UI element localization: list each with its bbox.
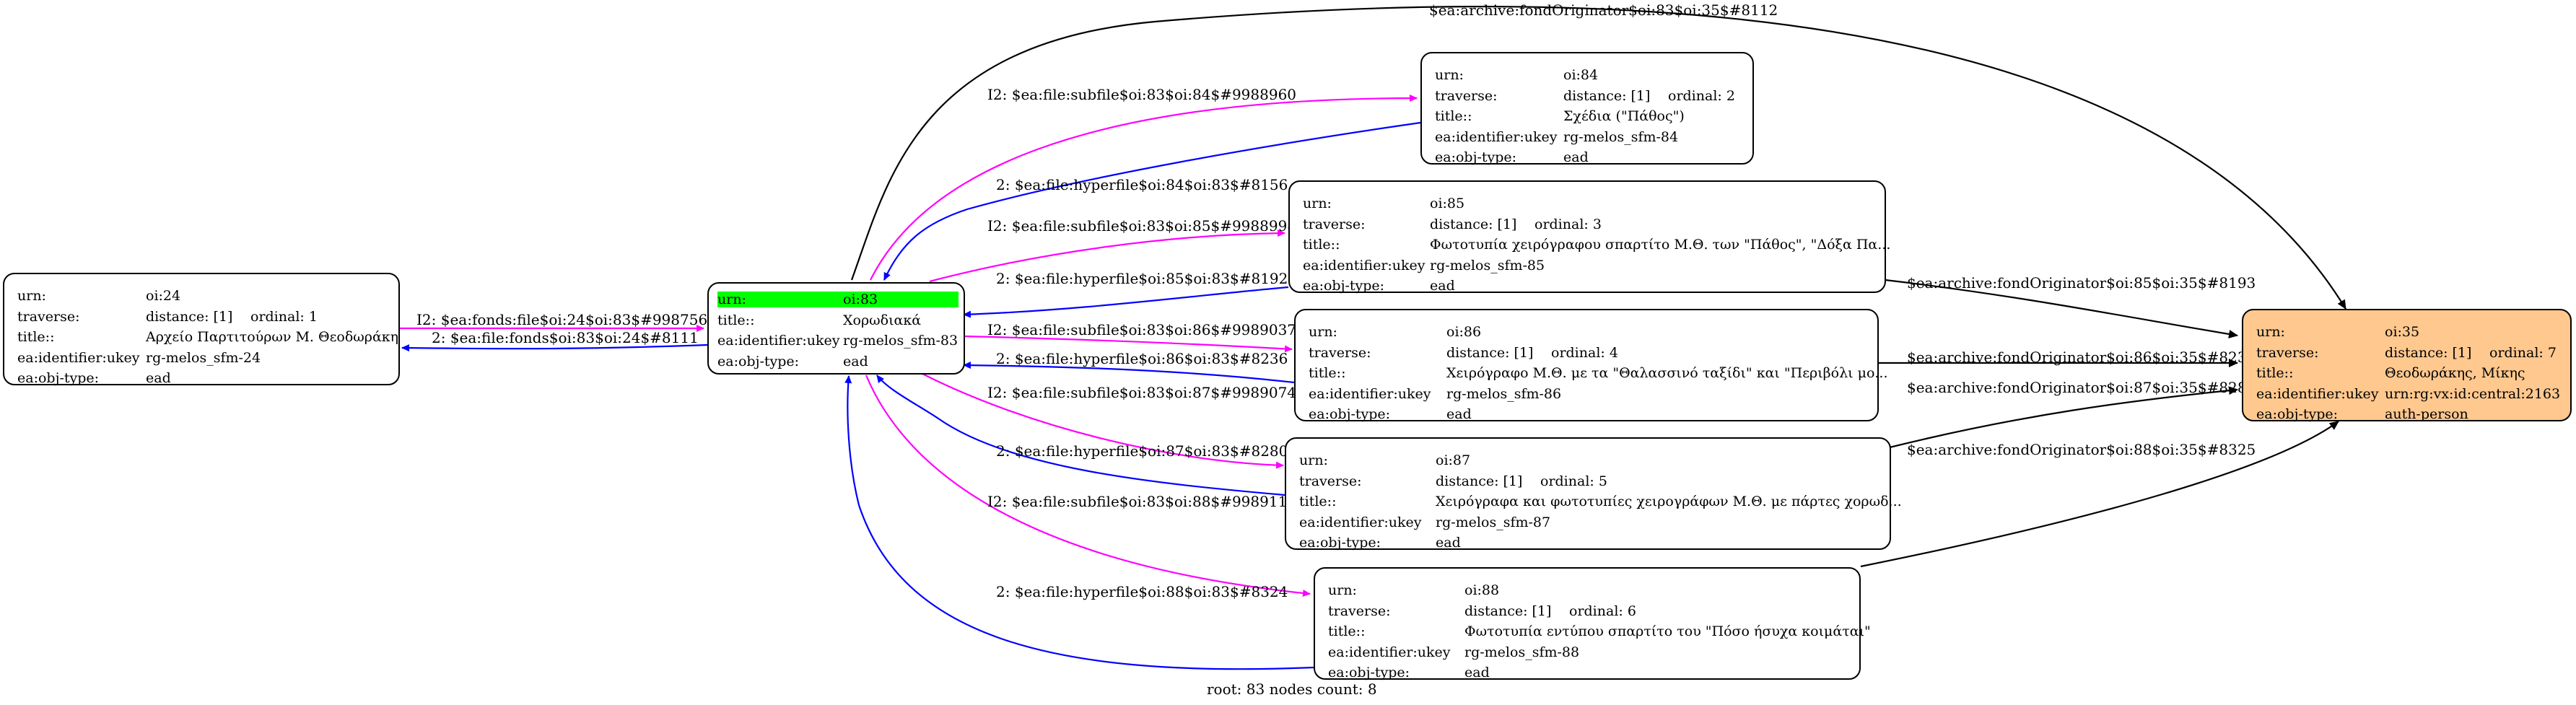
field-title: title::Χορωδιακά [717,312,922,328]
edge-hyperfile-84-83 [883,121,1421,281]
edge-label: $ea:archive:fondOriginator$oi:85$oi:35$#… [1907,274,2256,292]
edge-label: 2: $ea:file:fonds$oi:83$oi:24$#8111 [432,329,699,346]
field-title: title::Σχέδια ("Πάθος") [1435,108,1685,125]
field-urn: urn:oi:88 [1328,582,1500,599]
graph-footer: root: 83 nodes count: 8 [1207,680,1377,698]
field-urn: urn:oi:83 [717,289,964,310]
field-title: title::Φωτοτυπία εντύπου σπαρτίτο του "Π… [1328,623,1871,640]
field-objtype: ea:obj-type:ead [1303,278,1455,294]
edge-label: $ea:archive:fondOriginator$oi:87$oi:35$#… [1907,379,2256,396]
node-oi-86[interactable]: urn:oi:86 traverse:distance: [1]ordinal:… [1294,309,1888,422]
field-traverse: traverse:distance: [1]ordinal: 7 [2256,344,2557,361]
edge-label: 2: $ea:file:hyperfile$oi:88$oi:83$#8324 [996,583,1288,600]
edge-hyperfile-86-83 [963,362,1295,384]
field-urn: urn:oi:86 [1309,324,1482,341]
edge-subfile-83-85 [929,229,1285,283]
edge-label: 2: $ea:file:hyperfile$oi:85$oi:83$#8192 [996,270,1288,287]
field-traverse: traverse:distance: [1]ordinal: 5 [1299,473,1607,489]
edge-label: 2: $ea:file:hyperfile$oi:86$oi:83$#8236 [996,350,1288,367]
edge-subfile-83-87 [922,373,1284,469]
edge-label: I2: $ea:file:subfile$oi:83$oi:85$#998899… [987,217,1297,235]
field-urn: urn:oi:35 [2256,324,2420,341]
field-objtype: ea:obj-type:ead [717,353,868,369]
edge-originator-88-35 [1860,421,2339,568]
field-title: title::Θεοδωράκης, Μίκης [2256,365,2525,382]
node-oi-35-person[interactable]: urn:oi:35 traverse:distance: [1]ordinal:… [2242,309,2572,422]
edge-hyperfile-88-83 [844,375,1314,670]
field-urn: urn:oi:84 [1435,67,1599,84]
edge-label: $ea:archive:fondOriginator$oi:83$oi:35$#… [1429,1,1778,19]
field-title: title::Φωτοτυπία χειρόγραφου σπαρτίτο Μ.… [1303,237,1891,253]
node-oi-87[interactable]: urn:oi:87 traverse:distance: [1]ordinal:… [1285,437,1902,551]
edge-subfile-83-84 [870,95,1418,281]
node-oi-24[interactable]: urn:oi:24 traverse:distance: [1]ordinal:… [3,273,400,386]
field-urn: urn:oi:85 [1303,196,1465,212]
edge-hyperfile-85-83 [963,286,1289,318]
edge-label: 2: $ea:file:hyperfile$oi:84$oi:83$#8156 [996,176,1288,193]
edge-label: 2: $ea:file:hyperfile$oi:87$oi:83$#8280 [996,442,1288,460]
field-objtype: ea:obj-type:ead [1328,665,1490,681]
edge-label: $ea:archive:fondOriginator$oi:86$oi:35$#… [1907,349,2256,366]
field-title: title::Χειρόγραφα και φωτοτυπίες χειρογρ… [1299,494,1902,510]
field-objtype: ea:obj-type:ead [1299,535,1461,551]
edge-originator-87-35 [1889,386,2238,449]
edge-file-fonds-83-24 [401,343,708,352]
edge-originator-83-35 [850,5,2346,310]
field-urn: urn:oi:24 [17,288,181,305]
node-oi-83-root[interactable]: urn:oi:83 title::Χορωδιακά ea:identifier… [707,282,965,375]
node-oi-85[interactable]: urn:oi:85 traverse:distance: [1]ordinal:… [1288,180,1891,294]
edge-label: I2: $ea:file:subfile$oi:83$oi:88$#998911… [987,493,1297,510]
edge-label: I2: $ea:file:subfile$oi:83$oi:87$#998907… [987,384,1297,401]
node-oi-84[interactable]: urn:oi:84 traverse:distance: [1]ordinal:… [1420,52,1754,165]
node-oi-88[interactable]: urn:oi:88 traverse:distance: [1]ordinal:… [1314,567,1871,681]
edge-label: I2: $ea:file:subfile$oi:83$oi:84$#998896… [987,86,1297,103]
field-traverse: traverse:distance: [1]ordinal: 4 [1309,344,1618,361]
field-title: title::Αρχείο Παρτιτούρων Μ. Θεοδωράκη [17,329,399,346]
edge-hyperfile-87-83 [876,375,1285,496]
field-traverse: traverse:distance: [1]ordinal: 2 [1435,87,1735,104]
field-objtype: ea:obj-type:auth-person [2256,406,2468,423]
field-title: title::Χειρόγραφο Μ.Θ. με τα "Θαλασσινό … [1309,365,1888,382]
field-urn: urn:oi:87 [1299,452,1471,469]
field-objtype: ea:obj-type:ead [17,370,171,387]
edge-subfile-83-88 [865,375,1311,597]
edge-label: $ea:archive:fondOriginator$oi:88$oi:35$#… [1907,441,2256,458]
field-traverse: traverse:distance: [1]ordinal: 6 [1328,603,1636,619]
edge-label: I2: $ea:fonds:file$oi:24$oi:83$#9987568 [416,311,717,328]
edge-subfile-83-86 [963,335,1293,353]
edge-label: I2: $ea:file:subfile$oi:83$oi:86$#998903… [987,321,1297,338]
edge-originator-85-35 [1885,279,2238,338]
field-traverse: traverse:distance: [1]ordinal: 1 [17,308,318,325]
field-objtype: ea:obj-type:ead [1435,149,1589,166]
field-objtype: ea:obj-type:ead [1309,406,1472,423]
field-traverse: traverse:distance: [1]ordinal: 3 [1303,216,1602,232]
